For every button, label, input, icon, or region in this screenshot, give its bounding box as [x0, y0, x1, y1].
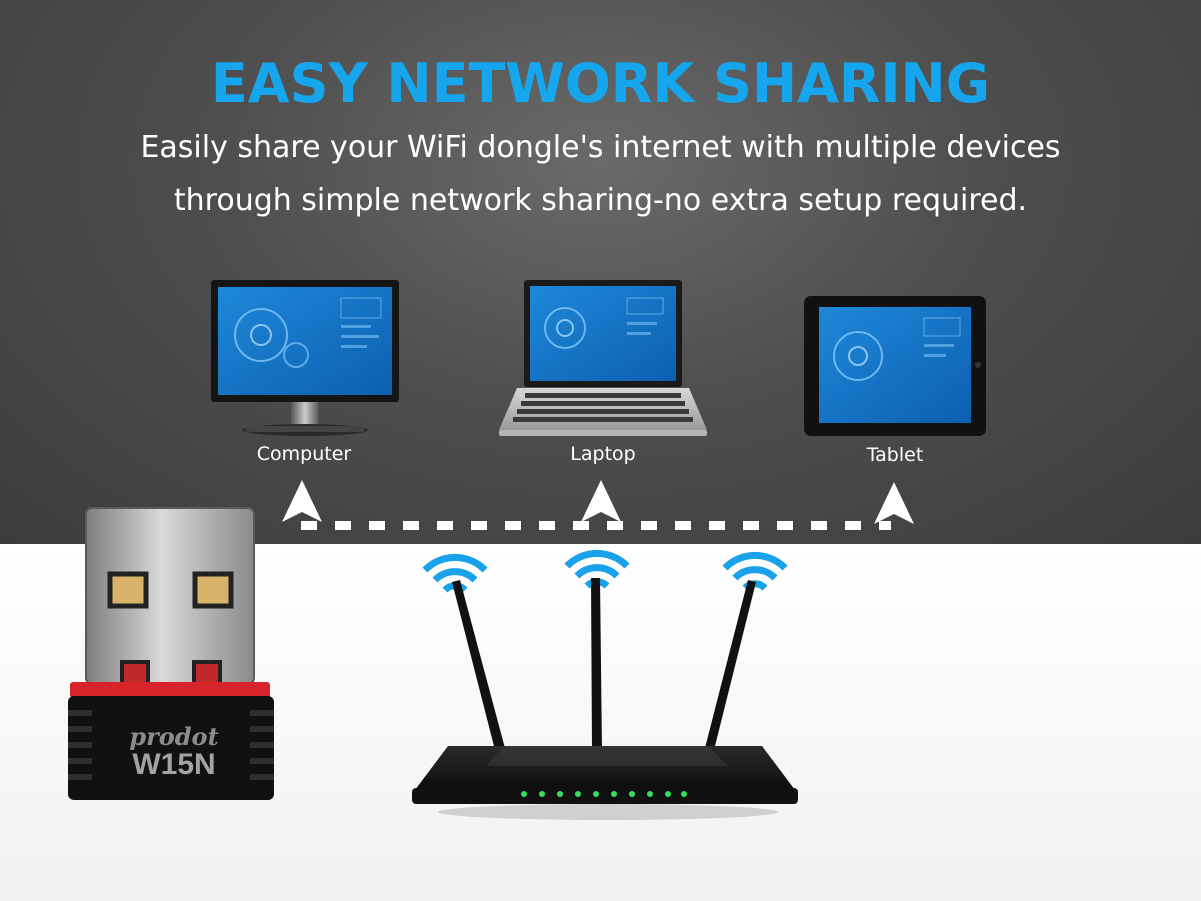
connection-dashed-line	[301, 521, 891, 530]
tablet-icon	[804, 296, 988, 438]
device-label-computer: Computer	[256, 443, 352, 465]
dark-background-panel	[0, 0, 1201, 544]
subtitle-line-1: Easily share your WiFi dongle's internet…	[140, 130, 1061, 165]
arrow-up-icon	[581, 480, 621, 522]
wifi-router-icon	[408, 576, 802, 826]
page-title: EASY NETWORK SHARING	[210, 52, 991, 115]
arrow-up-icon	[874, 482, 914, 524]
usb-wifi-dongle	[64, 506, 284, 806]
dongle-brand: prodot	[129, 722, 219, 751]
dongle-model: W15N	[132, 748, 216, 781]
desktop-monitor-icon	[211, 280, 401, 440]
laptop-icon	[497, 280, 709, 440]
device-label-laptop: Laptop	[570, 443, 636, 465]
subtitle-line-2: through simple network sharing-no extra …	[173, 183, 1028, 218]
arrow-up-icon	[282, 480, 322, 522]
device-label-tablet: Tablet	[866, 444, 924, 466]
